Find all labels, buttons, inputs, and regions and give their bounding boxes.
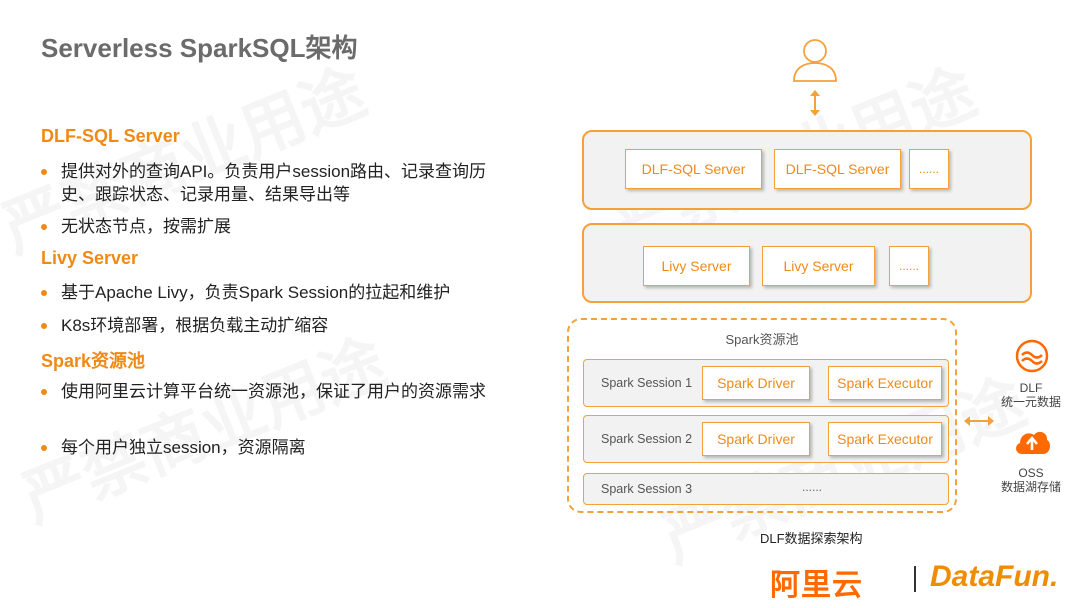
datafun-logo: DataFun. bbox=[930, 560, 1059, 593]
bidirectional-arrow-icon bbox=[964, 416, 994, 426]
more-nodes-placeholder: ...... bbox=[909, 149, 949, 189]
data-lake-icon bbox=[1015, 339, 1049, 373]
bullet-text: 基于Apache Livy，负责Spark Session的拉起和维护 bbox=[61, 283, 451, 302]
session-label: Spark Session 2 bbox=[601, 432, 693, 446]
bullet-dot bbox=[41, 323, 47, 329]
bullet-text: K8s环境部署，根据负载主动扩缩容 bbox=[61, 316, 329, 335]
more-nodes-placeholder: ...... bbox=[889, 246, 929, 286]
spark-driver-node: Spark Driver bbox=[702, 422, 810, 456]
livy-server-node: Livy Server bbox=[762, 246, 875, 286]
diagram-caption: DLF数据探索架构 bbox=[760, 531, 863, 546]
alibaba-cloud-logo: 阿里云 bbox=[770, 569, 863, 602]
session-label: Spark Session 1 bbox=[601, 376, 693, 390]
dlf-label: DLF 统一元数据 bbox=[1000, 381, 1061, 409]
pool-label: Spark资源池 bbox=[725, 332, 799, 347]
spark-session: Spark Session 3 ...... bbox=[583, 473, 949, 505]
bullet-dot bbox=[41, 290, 47, 296]
bullet-dot bbox=[41, 445, 47, 451]
bullet-item: 无状态节点，按需扩展 bbox=[41, 215, 491, 238]
oss-label: OSS 数据湖存储 bbox=[1000, 466, 1061, 494]
more-placeholder: ...... bbox=[802, 480, 823, 494]
bidirectional-arrow-icon bbox=[810, 90, 820, 116]
bullet-item: 每个用户独立session，资源隔离 bbox=[41, 436, 491, 459]
bullet-item: K8s环境部署，根据负载主动扩缩容 bbox=[41, 314, 491, 337]
page-title: Serverless SparkSQL架构 bbox=[41, 33, 358, 63]
dlf-sql-server-node: DLF-SQL Server bbox=[774, 149, 901, 189]
bullet-item: 提供对外的查询API。负责用户session路由、记录查询历史、跟踪状态、记录用… bbox=[41, 160, 491, 206]
section-heading-spark-pool: Spark资源池 bbox=[41, 351, 146, 371]
bullet-item: 基于Apache Livy，负责Spark Session的拉起和维护 bbox=[41, 281, 491, 304]
spark-driver-node: Spark Driver bbox=[702, 366, 810, 400]
livy-server-node: Livy Server bbox=[643, 246, 750, 286]
session-label: Spark Session 3 bbox=[601, 482, 693, 496]
bullet-text: 使用阿里云计算平台统一资源池，保证了用户的资源需求 bbox=[61, 382, 486, 401]
bullet-text: 无状态节点，按需扩展 bbox=[61, 217, 231, 236]
bullet-text: 提供对外的查询API。负责用户session路由、记录查询历史、跟踪状态、记录用… bbox=[61, 162, 487, 204]
spark-executor-node: Spark Executor bbox=[828, 422, 942, 456]
cloud-storage-icon bbox=[1016, 431, 1051, 454]
bullet-text: 每个用户独立session，资源隔离 bbox=[61, 438, 306, 457]
logo-divider bbox=[914, 566, 916, 592]
bullet-dot bbox=[41, 389, 47, 395]
dlf-sql-server-node: DLF-SQL Server bbox=[625, 149, 762, 189]
watermark: 严禁商业用途 bbox=[12, 325, 397, 538]
section-heading-dlf-sql: DLF-SQL Server bbox=[41, 126, 180, 146]
spark-executor-node: Spark Executor bbox=[828, 366, 942, 400]
user-icon bbox=[793, 39, 837, 82]
spark-resource-pool: Spark资源池 bbox=[567, 318, 957, 513]
bullet-item: 使用阿里云计算平台统一资源池，保证了用户的资源需求 bbox=[41, 380, 491, 403]
section-heading-livy: Livy Server bbox=[41, 248, 139, 268]
bullet-dot bbox=[41, 169, 47, 175]
bullet-dot bbox=[41, 224, 47, 230]
